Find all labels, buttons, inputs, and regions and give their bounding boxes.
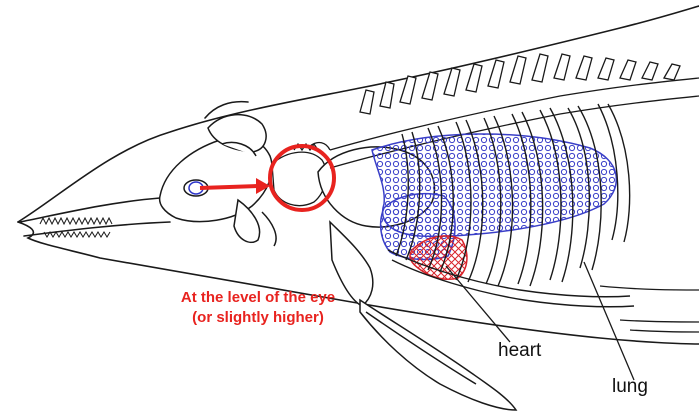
leader-lines	[446, 262, 634, 380]
annotation-text: At the level of the eye (or slightly hig…	[172, 288, 344, 328]
lung-label: lung	[612, 376, 648, 398]
heart-label: heart	[498, 340, 541, 362]
tail-lines	[600, 286, 699, 332]
